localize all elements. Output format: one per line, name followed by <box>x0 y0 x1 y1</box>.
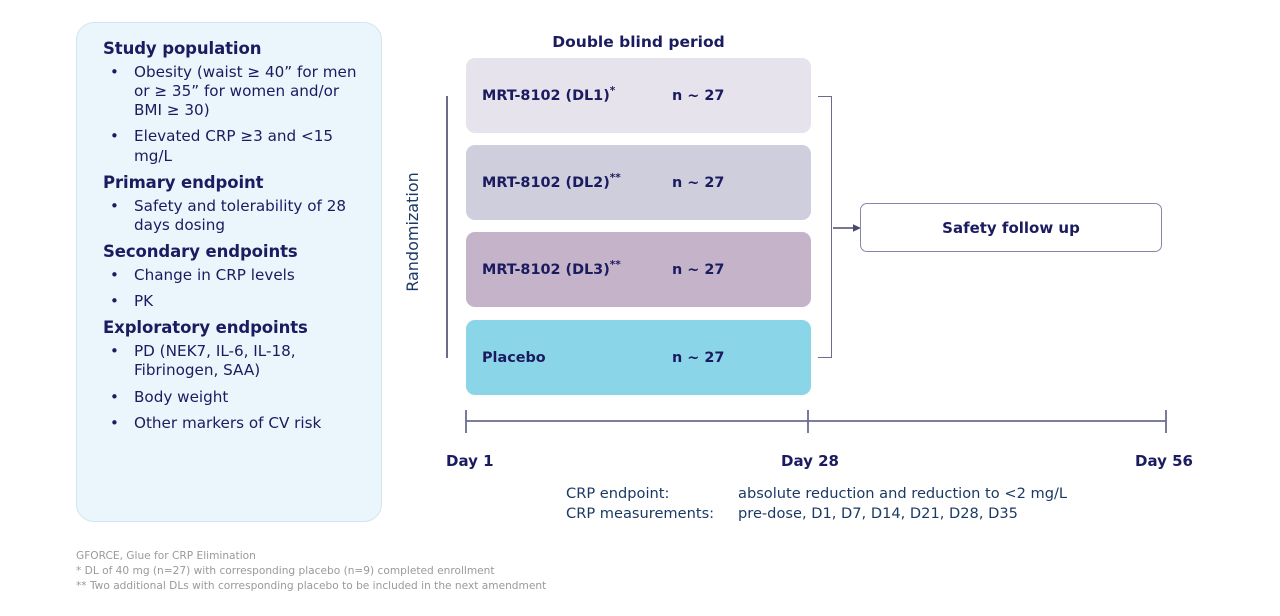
bullet-icon: • <box>110 127 119 146</box>
randomization-bracket <box>446 96 448 358</box>
exploratory-endpoints-list: • PD (NEK7, IL-6, IL-18, Fibrinogen, SAA… <box>103 342 365 433</box>
list-item: • Obesity (waist ≥ 40” for men or ≥ 35” … <box>103 63 365 120</box>
arm-label: MRT-8102 (DL3)** <box>482 258 621 278</box>
footnote-line: GFORCE, Glue for CRP Elimination <box>76 550 256 562</box>
bullet-icon: • <box>110 292 119 311</box>
bullet-icon: • <box>110 265 119 284</box>
arm-join-bracket <box>818 96 832 358</box>
section-heading-study-population: Study population <box>103 39 262 58</box>
study-population-list: • Obesity (waist ≥ 40” for men or ≥ 35” … <box>103 63 365 166</box>
footnote-marker: ** <box>609 171 621 184</box>
timeline-tick-label-day56: Day 56 <box>1135 452 1193 470</box>
arm-label: MRT-8102 (DL1)* <box>482 84 616 104</box>
treatment-arm-dl1: MRT-8102 (DL1)* n ~ 27 <box>466 58 811 133</box>
safety-follow-up-box: Safety follow up <box>860 203 1162 252</box>
arm-label: Placebo <box>482 349 546 366</box>
footnote-line: * DL of 40 mg (n=27) with corresponding … <box>76 565 495 578</box>
list-item: • PK <box>103 292 365 311</box>
footnote-marker: * <box>609 84 616 97</box>
crp-note-key: CRP endpoint: <box>566 485 670 502</box>
crp-note-value: pre-dose, D1, D7, D14, D21, D28, D35 <box>738 504 1018 522</box>
list-item-text: Safety and tolerability of 28 days dosin… <box>134 196 347 234</box>
crp-note-row: CRP endpoint: absolute reduction and red… <box>566 484 1067 504</box>
arm-label: MRT-8102 (DL2)** <box>482 171 621 191</box>
bullet-icon: • <box>110 63 119 81</box>
section-heading-exploratory-endpoints: Exploratory endpoints <box>103 318 308 338</box>
study-panel-content: Study population • Obesity (waist ≥ 40” … <box>77 23 381 433</box>
list-item: • Safety and tolerability of 28 days dos… <box>103 197 365 235</box>
arm-sample-size: n ~ 27 <box>672 349 725 366</box>
timeline-tick-label-day1: Day 1 <box>446 452 494 470</box>
primary-endpoint-list: • Safety and tolerability of 28 days dos… <box>103 197 365 235</box>
treatment-arm-dl3: MRT-8102 (DL3)** n ~ 27 <box>466 232 811 307</box>
crp-note-key: CRP measurements: <box>566 504 715 522</box>
bullet-icon: • <box>110 342 119 361</box>
arrow-right-icon <box>833 224 861 232</box>
list-item-text: Other markers of CV risk <box>134 413 322 432</box>
treatment-arm-placebo: Placebo n ~ 27 <box>466 320 811 395</box>
bullet-icon: • <box>110 413 119 432</box>
safety-follow-up-label: Safety follow up <box>942 218 1080 237</box>
list-item: • Change in CRP levels <box>103 266 365 285</box>
crp-note-row: CRP measurements: pre-dose, D1, D7, D14,… <box>566 504 1067 524</box>
timeline-tick-label-day28: Day 28 <box>781 452 839 470</box>
treatment-arm-dl2: MRT-8102 (DL2)** n ~ 27 <box>466 145 811 220</box>
arm-sample-size: n ~ 27 <box>672 87 725 104</box>
footnotes: GFORCE, Glue for CRP Elimination * DL of… <box>76 549 546 594</box>
secondary-endpoints-list: • Change in CRP levels • PK <box>103 266 365 311</box>
list-item-text: Change in CRP levels <box>134 265 295 284</box>
arm-sample-size: n ~ 27 <box>672 261 725 278</box>
footnote-marker: ** <box>609 258 621 271</box>
footnote-line: ** Two additional DLs with corresponding… <box>76 580 547 593</box>
list-item: • Body weight <box>103 388 365 407</box>
list-item-text: PK <box>134 292 154 311</box>
list-item-text: Obesity (waist ≥ 40” for men or ≥ 35” fo… <box>134 63 357 120</box>
study-population-panel: Study population • Obesity (waist ≥ 40” … <box>76 22 382 522</box>
arm-sample-size: n ~ 27 <box>672 174 725 191</box>
list-item: • Elevated CRP ≥3 and <15 mg/L <box>103 127 365 165</box>
list-item: • PD (NEK7, IL-6, IL-18, Fibrinogen, SAA… <box>103 342 365 380</box>
double-blind-period-title: Double blind period <box>552 33 725 51</box>
crp-note-value: absolute reduction and reduction to <2 m… <box>738 485 1068 502</box>
section-heading-secondary-endpoints: Secondary endpoints <box>103 241 298 261</box>
list-item-text: Body weight <box>134 387 229 406</box>
section-heading-primary-endpoint: Primary endpoint <box>103 172 264 192</box>
list-item-text: Elevated CRP ≥3 and <15 mg/L <box>134 127 334 165</box>
bullet-icon: • <box>110 196 119 215</box>
list-item: • Other markers of CV risk <box>103 414 365 433</box>
crp-notes: CRP endpoint: absolute reduction and red… <box>566 484 1067 523</box>
bullet-icon: • <box>110 387 119 406</box>
list-item-text: PD (NEK7, IL-6, IL-18, Fibrinogen, SAA) <box>134 342 296 380</box>
